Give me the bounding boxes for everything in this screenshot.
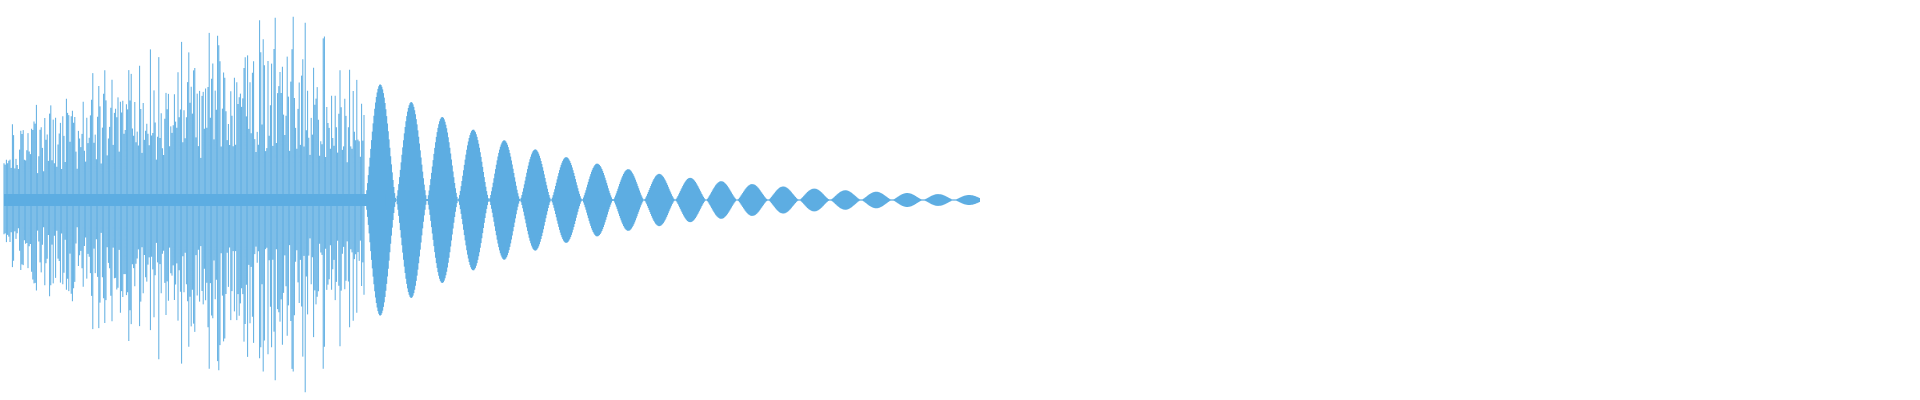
waveform-center-band: [4, 194, 386, 206]
waveform-trace: [3, 16, 980, 393]
